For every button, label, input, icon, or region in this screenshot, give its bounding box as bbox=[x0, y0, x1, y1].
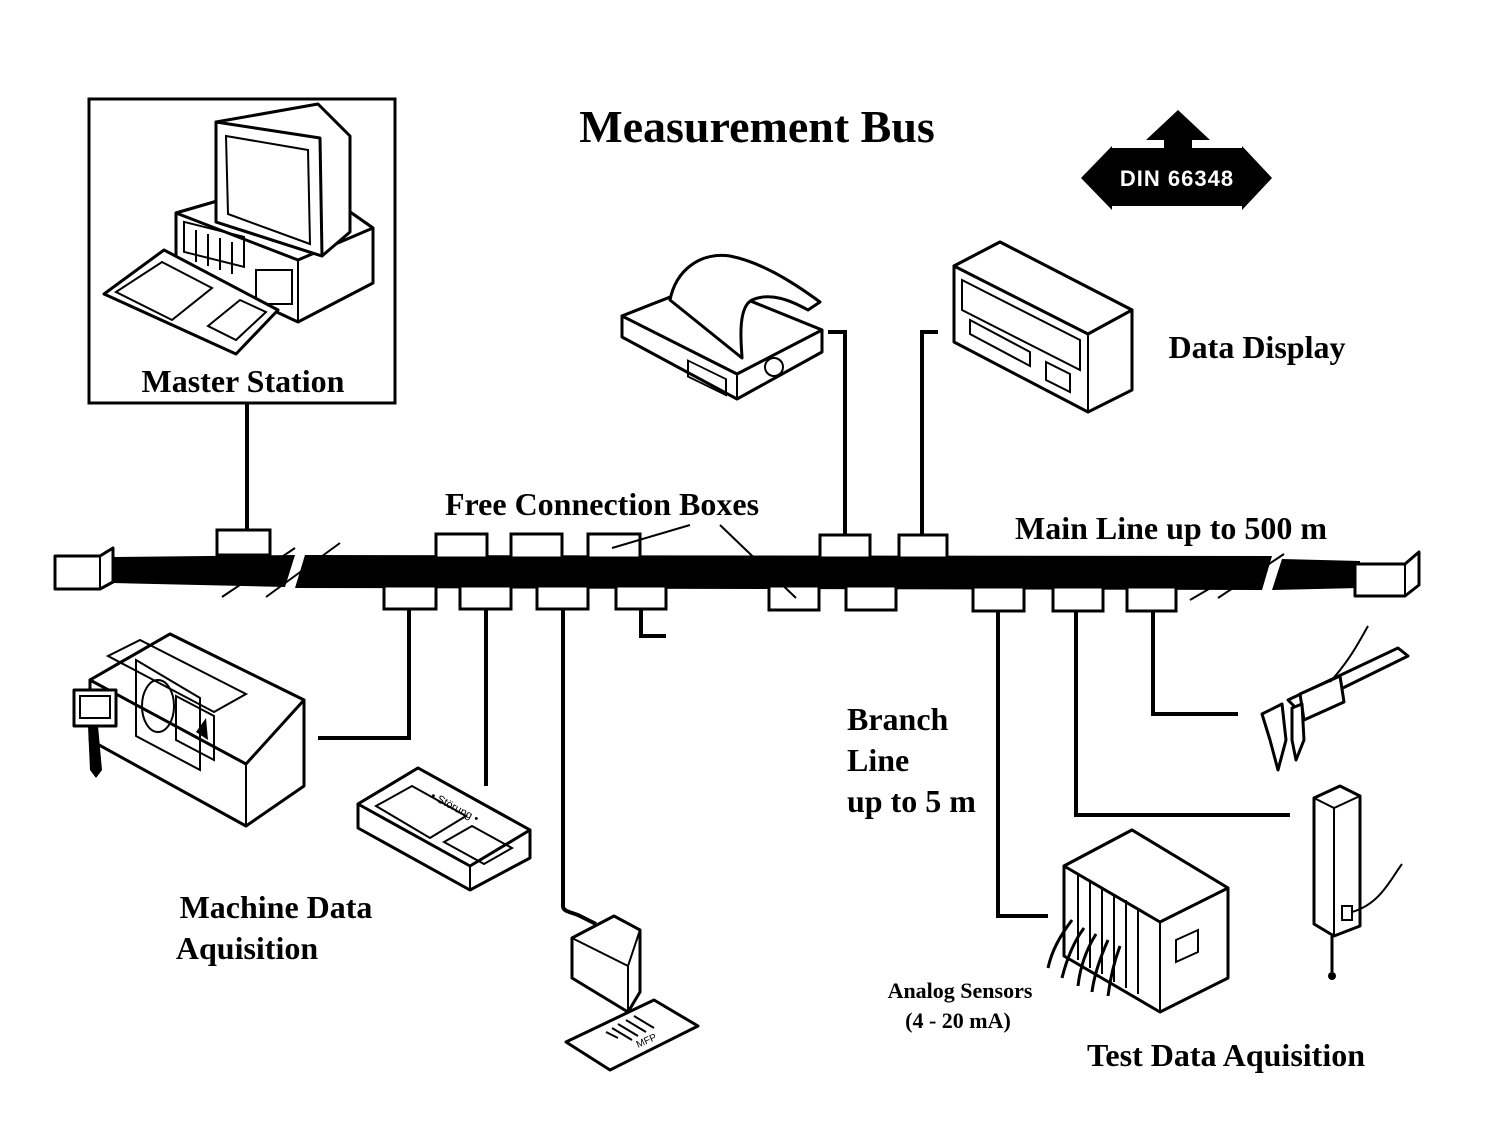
diagram-title: Measurement Bus bbox=[579, 101, 935, 152]
machine-data-label-line2: Aquisition bbox=[176, 930, 318, 966]
branch-line-label-line3: up to 5 m bbox=[847, 783, 976, 819]
connection-box bbox=[509, 532, 564, 560]
connection-box bbox=[535, 584, 590, 611]
test-data-label: Test Data Aquisition bbox=[1087, 1037, 1365, 1073]
connection-box bbox=[458, 584, 513, 611]
din-badge: DIN 66348 bbox=[1081, 110, 1272, 210]
probe-branch-line bbox=[1074, 611, 1290, 817]
connection-box bbox=[818, 533, 872, 560]
machine-branch-line bbox=[318, 609, 411, 740]
machine-tool-icon bbox=[72, 632, 306, 828]
connection-box bbox=[215, 528, 272, 557]
connection-box bbox=[382, 584, 438, 611]
connection-box bbox=[434, 532, 489, 560]
bus-terminator-right bbox=[1353, 550, 1421, 598]
bus-terminator-left bbox=[53, 546, 115, 591]
branch-line-label-line2: Line bbox=[847, 742, 909, 778]
stub-branch-line bbox=[639, 609, 666, 638]
computer-workstation-icon bbox=[102, 102, 375, 356]
free-connection-boxes-label: Free Connection Boxes bbox=[445, 486, 759, 522]
terminal-icon: • Störung • bbox=[356, 766, 532, 892]
connection-box bbox=[971, 585, 1026, 613]
caliper-icon bbox=[1260, 625, 1410, 772]
connection-box bbox=[1125, 585, 1178, 613]
analog-sensor-rack-icon bbox=[1046, 828, 1230, 1014]
printer-icon bbox=[620, 253, 824, 401]
main-bus-line bbox=[113, 542, 1360, 601]
analog-sensors-label-line1: Analog Sensors bbox=[888, 978, 1033, 1003]
main-line-label: Main Line up to 500 m bbox=[1015, 510, 1327, 546]
machine-data-label-line1: Machine Data bbox=[180, 889, 373, 925]
connection-box bbox=[844, 584, 898, 612]
pointer-line bbox=[719, 524, 797, 599]
display-unit-icon bbox=[952, 240, 1134, 414]
caliper-branch-line bbox=[1151, 611, 1238, 716]
connection-box bbox=[586, 532, 642, 560]
probe-gauge-icon bbox=[1312, 784, 1403, 980]
data-display-label: Data Display bbox=[1169, 329, 1346, 365]
sensor-branch-line bbox=[996, 611, 1048, 918]
din-badge-label: DIN 66348 bbox=[1120, 166, 1234, 191]
printer-branch-line bbox=[828, 330, 847, 535]
connection-box bbox=[767, 584, 821, 612]
connection-box bbox=[1051, 585, 1105, 613]
branch-line-label-line1: Branch bbox=[847, 701, 949, 737]
display-branch-line bbox=[920, 330, 938, 535]
analog-sensors-label-line2: (4 - 20 mA) bbox=[905, 1008, 1011, 1033]
barcode-reader-icon: MFP bbox=[564, 914, 700, 1072]
barcode-branch-line bbox=[561, 609, 597, 926]
connection-box bbox=[897, 533, 949, 560]
master-station-label: Master Station bbox=[142, 363, 345, 399]
pointer-line bbox=[611, 524, 691, 549]
connection-box bbox=[614, 584, 668, 611]
